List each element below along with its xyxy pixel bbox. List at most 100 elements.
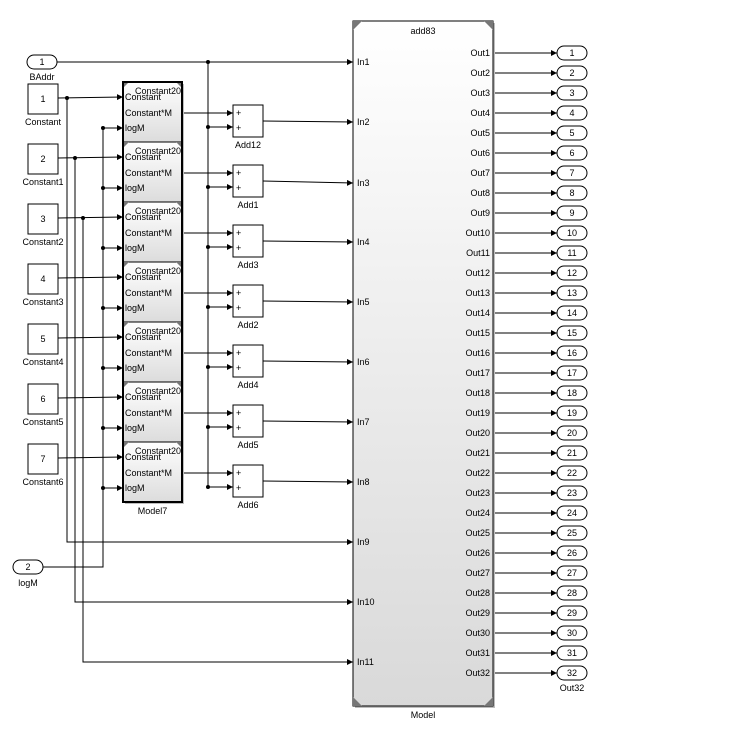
model-output-label: Out10: [465, 228, 490, 238]
outport-28-shape: [556, 585, 588, 601]
model-output-label: Out32: [465, 668, 490, 678]
outport-17[interactable]: 17: [556, 365, 588, 381]
outport-9[interactable]: 9: [556, 205, 588, 221]
outport-5[interactable]: 5: [556, 125, 588, 141]
outport-28[interactable]: 28: [556, 585, 588, 601]
outport-18[interactable]: 18: [556, 385, 588, 401]
outport-32[interactable]: 32: [556, 665, 588, 681]
model-output-label: Out26: [465, 548, 490, 558]
add-block-add3[interactable]: ++Add3: [232, 224, 264, 270]
add-block-add4[interactable]: ++Add4: [232, 344, 264, 390]
constant-value: 5: [40, 334, 45, 344]
plus-sign: +: [236, 228, 241, 238]
inport-logm[interactable]: 2: [12, 559, 44, 575]
outport-4[interactable]: 4: [556, 105, 588, 121]
outport-6-number: 6: [569, 148, 574, 158]
inport-baddr-number: 1: [39, 57, 44, 67]
model-name: Model: [411, 710, 436, 720]
outport-30-number: 30: [567, 628, 577, 638]
outport-31-shape: [556, 645, 588, 661]
constant-name: Constant3: [22, 297, 63, 307]
outport-20[interactable]: 20: [556, 425, 588, 441]
model7-block[interactable]: Constant20ConstantConstant*MlogMConstant…: [122, 81, 184, 516]
outport-11[interactable]: 11: [556, 245, 588, 261]
model7-output-label: Constant*M: [125, 168, 172, 178]
outport-24[interactable]: 24: [556, 505, 588, 521]
model-input-label: In9: [357, 537, 370, 547]
outport-8[interactable]: 8: [556, 185, 588, 201]
outport-30[interactable]: 30: [556, 625, 588, 641]
outport-7[interactable]: 7: [556, 165, 588, 181]
plus-sign: +: [236, 348, 241, 358]
constant-body: [27, 443, 59, 475]
model-output-label: Out6: [470, 148, 490, 158]
plus-sign: +: [236, 183, 241, 193]
outport-14[interactable]: 14: [556, 305, 588, 321]
model-output-label: Out30: [465, 628, 490, 638]
outport-29[interactable]: 29: [556, 605, 588, 621]
outport-9-shape: [556, 205, 588, 221]
outport-19[interactable]: 19: [556, 405, 588, 421]
outport-12-number: 12: [567, 268, 577, 278]
add-body: [232, 164, 264, 198]
model7-input-label: Constant: [125, 212, 162, 222]
outport-21[interactable]: 21: [556, 445, 588, 461]
outport-23[interactable]: 23: [556, 485, 588, 501]
outport-31[interactable]: 31: [556, 645, 588, 661]
model7-output-label: Constant*M: [125, 468, 172, 478]
outport-6[interactable]: 6: [556, 145, 588, 161]
outport-25[interactable]: 25: [556, 525, 588, 541]
outport-27[interactable]: 27: [556, 565, 588, 581]
model7-input-label: logM: [125, 363, 145, 373]
outport-7-number: 7: [569, 168, 574, 178]
add-to-model-line: [262, 238, 354, 245]
outport-15[interactable]: 15: [556, 325, 588, 341]
outport-3[interactable]: 3: [556, 85, 588, 101]
outport-1[interactable]: 1: [556, 45, 588, 61]
outport-13-number: 13: [567, 288, 577, 298]
add-name: Add1: [237, 200, 258, 210]
add-block-add6[interactable]: ++Add6: [232, 464, 264, 510]
outport-6-shape: [556, 145, 588, 161]
add-to-model-line: [262, 478, 354, 485]
add-block-add5[interactable]: ++Add5: [232, 404, 264, 450]
add-block-add1[interactable]: ++Add1: [232, 164, 264, 210]
add-block-add12[interactable]: ++Add12: [232, 104, 264, 150]
model-output-label: Out8: [470, 188, 490, 198]
outport-16[interactable]: 16: [556, 345, 588, 361]
model-output-label: Out22: [465, 468, 490, 478]
add-name: Add2: [237, 320, 258, 330]
outport-12[interactable]: 12: [556, 265, 588, 281]
outport-2-shape: [556, 65, 588, 81]
outport-10[interactable]: 10: [556, 225, 588, 241]
inport-baddr[interactable]: 1: [26, 54, 58, 70]
outport-22[interactable]: 22: [556, 465, 588, 481]
add-to-model-line: [262, 358, 354, 365]
model-block[interactable]: add83ModelIn1In2In3In4In5In6In7In8In9In1…: [352, 20, 495, 720]
add-block-add2[interactable]: ++Add2: [232, 284, 264, 330]
outport-2[interactable]: 2: [556, 65, 588, 81]
outport-19-shape: [556, 405, 588, 421]
model-output-label: Out17: [465, 368, 490, 378]
plus-sign: +: [236, 243, 241, 253]
outport-13[interactable]: 13: [556, 285, 588, 301]
outport-26[interactable]: 26: [556, 545, 588, 561]
model-output-label: Out15: [465, 328, 490, 338]
outport-16-shape: [556, 345, 588, 361]
outport-15-number: 15: [567, 328, 577, 338]
inport-baddr-name: BAddr: [29, 72, 54, 82]
